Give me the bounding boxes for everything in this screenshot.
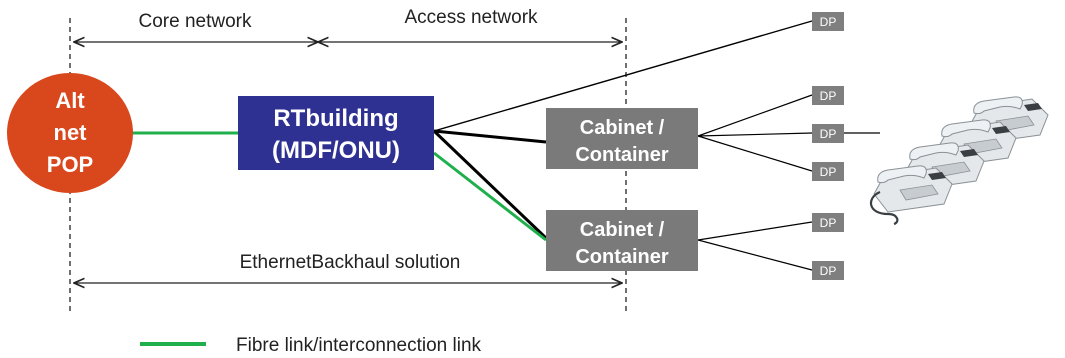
alt-net-pop-node	[7, 73, 133, 193]
cabinet2-label-line1: Cabinet /	[580, 219, 665, 241]
link-cabinet2-dp5	[697, 221, 813, 241]
pop-label-line3: POP	[47, 152, 93, 177]
rt-label-line2: (MDF/ONU)	[272, 137, 400, 164]
cabinet-container-2	[546, 210, 698, 271]
svg-text:DP: DP	[820, 15, 837, 29]
copper-link-rt-dp-top	[433, 20, 813, 132]
cabinet1-label-line1: Cabinet /	[580, 117, 665, 139]
link-cabinet1-dp3	[697, 132, 813, 137]
svg-text:DP: DP	[820, 89, 837, 103]
telephone-icon	[869, 95, 1050, 226]
cabinet2-label-line2: Container	[575, 246, 669, 268]
dp-box-2: DP	[812, 86, 844, 105]
svg-text:DP: DP	[820, 216, 837, 230]
svg-text:DP: DP	[820, 127, 837, 141]
dp-box-5: DP	[812, 213, 844, 232]
dp-box-6: DP	[812, 261, 844, 280]
copper-link-rt-cabinet2	[432, 129, 548, 240]
cabinet1-label-line2: Container	[575, 144, 669, 166]
dp-box-3: DP	[812, 124, 844, 143]
svg-text:DP: DP	[820, 165, 837, 179]
svg-text:DP: DP	[820, 264, 837, 278]
link-cabinet1-dp2	[697, 94, 813, 137]
backhaul-label: EthernetBackhaul solution	[240, 252, 461, 273]
fibre-link-rt-cabinet2	[433, 151, 547, 242]
pop-label-line1: Alt	[55, 88, 85, 113]
core-network-label: Core network	[139, 11, 252, 32]
pop-label-line2: net	[54, 120, 88, 145]
rt-label-line1: RTbuilding	[273, 105, 398, 132]
rt-building-node	[238, 96, 434, 170]
dp-box-4: DP	[812, 162, 844, 181]
link-cabinet2-dp6	[697, 239, 813, 271]
cabinet-container-1	[546, 108, 698, 169]
legend-fibre-label: Fibre link/interconnection link	[236, 335, 482, 356]
copper-link-rt-cabinet1	[433, 129, 547, 144]
link-cabinet1-dp4	[697, 135, 813, 172]
dp-box-1: DP	[812, 12, 844, 31]
access-network-label: Access network	[404, 7, 538, 28]
